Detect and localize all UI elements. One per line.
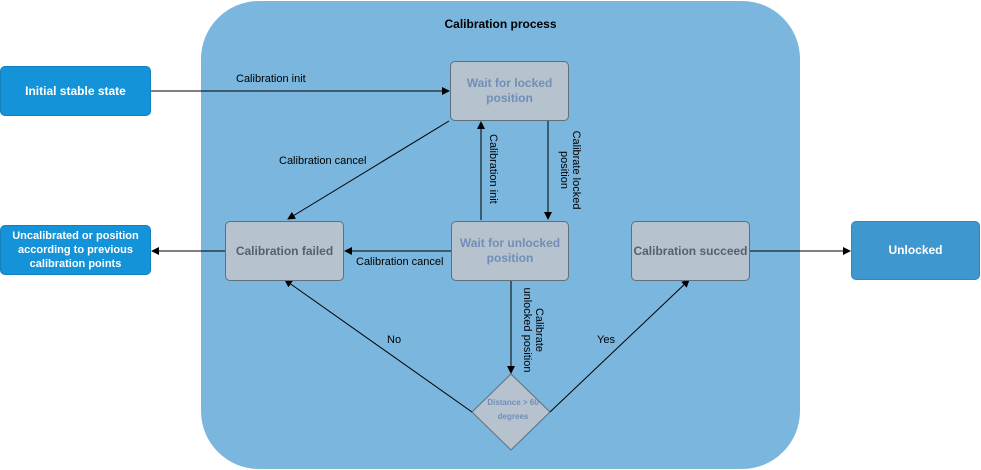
node-failed-label: Calibration failed xyxy=(235,243,334,258)
label-no: No xyxy=(387,334,402,346)
node-unlocked-label: Unlocked xyxy=(888,243,943,257)
label-calibrate-locked-text: Calibrate locked position xyxy=(558,130,582,210)
node-unlocked: Unlocked xyxy=(851,221,980,280)
node-wait-locked: Wait for locked position xyxy=(450,61,569,121)
label-calibration-init-top: Calibration init xyxy=(236,73,306,85)
label-calibration-init-vert: Calibration init xyxy=(487,134,499,204)
label-calibrate-locked: Calibrate locked position xyxy=(558,130,582,210)
edge-calibration-cancel-diag xyxy=(287,120,450,220)
edge-no xyxy=(284,279,473,413)
node-uncalibrated: Uncalibrated or position according to pr… xyxy=(0,225,151,275)
label-calibration-cancel-horiz: Calibration cancel xyxy=(356,256,444,268)
node-calibration-failed: Calibration failed xyxy=(225,221,344,281)
label-calibration-cancel-diag: Calibration cancel xyxy=(279,155,367,167)
edge-yes xyxy=(549,279,690,413)
decision-label: Distance > 60 degrees xyxy=(487,398,539,421)
node-wait-unlocked: Wait for unlocked position xyxy=(451,221,569,281)
node-wait-unlocked-label: Wait for unlocked position xyxy=(459,236,561,265)
decision-diamond xyxy=(471,373,551,451)
node-initial-label: Initial stable state xyxy=(25,83,126,98)
node-calibration-succeed: Calibration succeed xyxy=(631,221,750,281)
node-initial-stable-state: Initial stable state xyxy=(0,66,151,116)
label-yes: Yes xyxy=(597,334,615,346)
label-calibrate-unlocked: Calibrate unlocked position xyxy=(521,285,545,375)
diagram-title: Calibration process xyxy=(444,17,557,31)
label-calibrate-unlocked-text: Calibrate unlocked position xyxy=(521,287,545,373)
node-wait-locked-label: Wait for locked position xyxy=(466,76,553,105)
node-succeed-label: Calibration succeed xyxy=(633,243,748,258)
node-uncalibrated-label: Uncalibrated or position according to pr… xyxy=(12,230,139,270)
